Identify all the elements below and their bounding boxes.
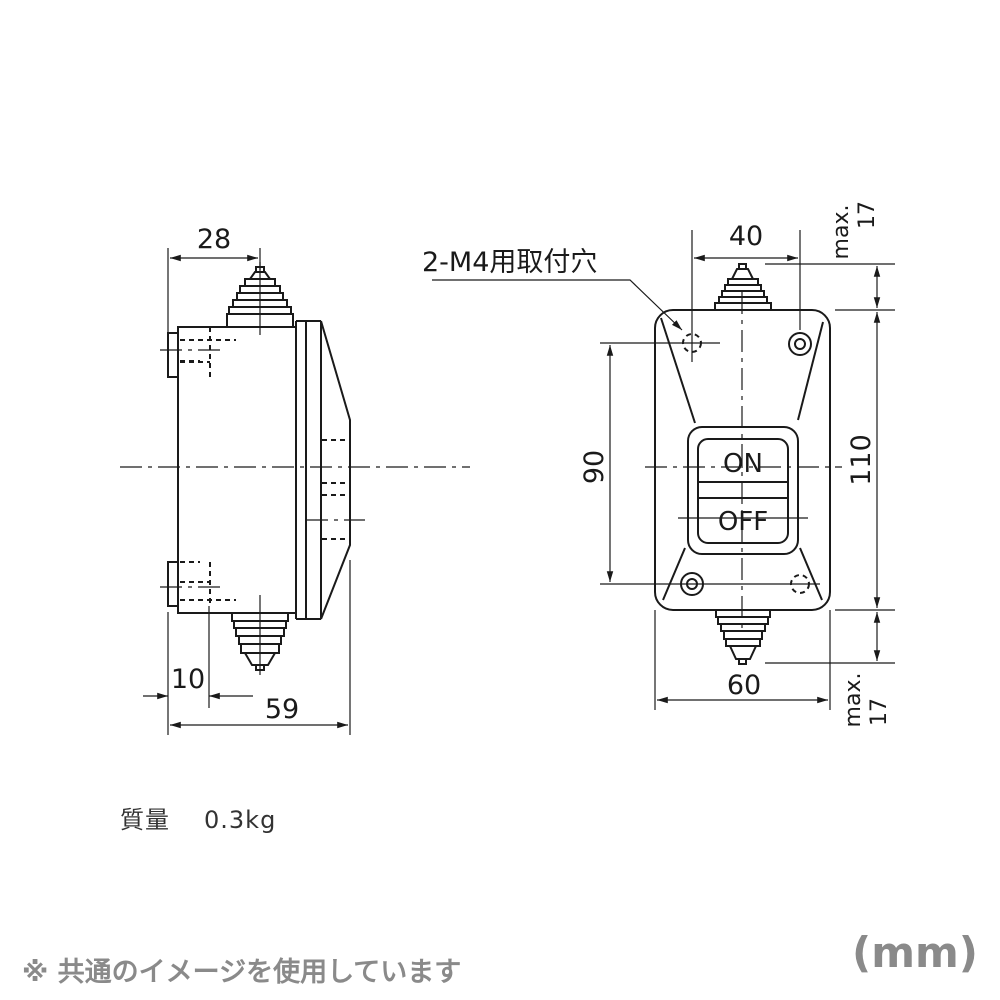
dim-front-max-bottom-line1: max.	[841, 673, 866, 728]
dim-side-10: 10	[171, 664, 205, 695]
side-cable-gland-top	[226, 262, 294, 335]
side-view: 28 10 59	[120, 224, 470, 735]
dim-front-max-bottom-line2: 17	[867, 698, 892, 726]
mount-hole-leader	[432, 279, 683, 331]
side-body	[177, 326, 297, 614]
switch-housing	[687, 426, 799, 555]
mount-hole-bottom-left	[600, 572, 820, 596]
side-cover	[320, 320, 351, 620]
unit-label: (mm)	[852, 928, 978, 977]
mass-label: 質量	[120, 806, 170, 834]
dim-side-59: 59	[265, 694, 299, 725]
dim-front-90: 90	[579, 450, 610, 484]
mount-hole-label: 2-M4用取付穴	[422, 247, 597, 278]
front-view: ON OFF	[422, 201, 895, 727]
dim-front-40: 40	[729, 221, 763, 252]
dim-front-max-top-line2: 17	[855, 201, 880, 229]
mass-value: 0.3kg	[204, 806, 277, 834]
front-cable-gland-bottom	[715, 609, 771, 665]
footer-note: ※ 共通のイメージを使用しています	[22, 957, 462, 988]
dim-front-max-top-line1: max.	[829, 205, 854, 260]
mount-hole-top-right	[788, 230, 812, 356]
side-mount-tab-bottom	[167, 561, 179, 607]
mount-hole-bottom-right	[790, 574, 810, 594]
switch-off-label: OFF	[718, 507, 768, 537]
side-cable-gland-bottom	[231, 595, 289, 675]
mount-hole-top-left	[600, 230, 720, 362]
switch-on-label: ON	[723, 449, 763, 479]
mass-spec: 質量 0.3kg	[120, 800, 310, 835]
dim-front-60: 60	[727, 670, 761, 701]
dim-side-28: 28	[197, 224, 231, 255]
side-mount-tab-top	[167, 332, 179, 378]
dim-front-110: 110	[846, 434, 877, 486]
switch-rocker	[697, 438, 789, 544]
front-cable-gland-top	[714, 263, 772, 311]
